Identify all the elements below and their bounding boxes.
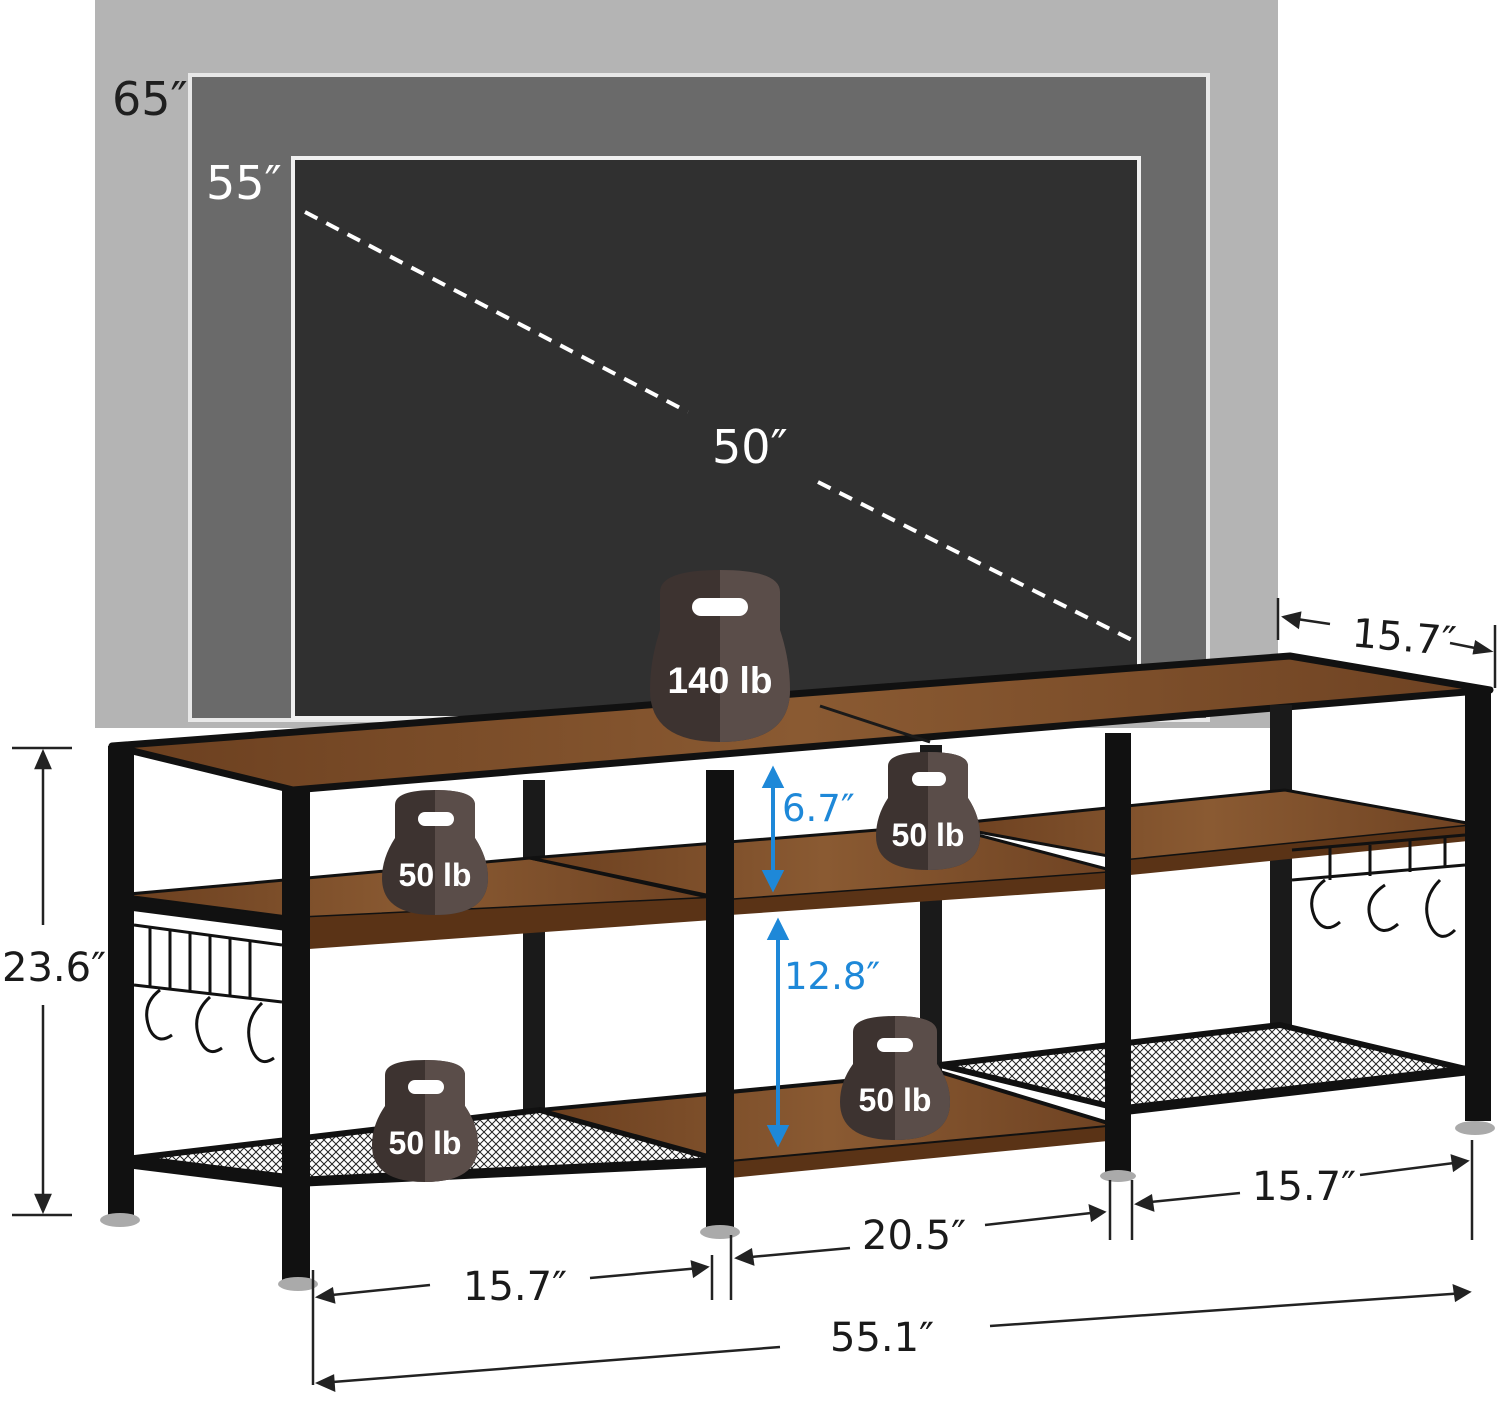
stand-top [108, 652, 1494, 794]
interior-measure-lines [761, 765, 790, 1148]
right-hook-rack [1291, 833, 1466, 938]
left-width-dimension-label: 15.7″ [463, 1264, 568, 1310]
tv-diagonal-upper [304, 210, 689, 414]
left-hook-rack [133, 923, 283, 1064]
leg-front-center-right [1105, 733, 1131, 1173]
kettlebell-icons [372, 570, 980, 1182]
kettlebell-left-bottom-icon [372, 1060, 478, 1182]
right-width-dimension-label: 15.7″ [1252, 1164, 1357, 1210]
center-shelf-capacity-label: 50 lb [891, 817, 965, 853]
leg-front-right [1465, 693, 1491, 1121]
kettlebell-left-shelf-icon [382, 790, 488, 915]
leg-front-center-left [706, 770, 734, 1230]
kettlebell-center-bottom-icon [840, 1016, 950, 1140]
leg-front-left [282, 788, 310, 1280]
kettlebell-center-shelf-icon [876, 752, 980, 870]
tv-size-55-label: 55″ [206, 156, 282, 210]
left-bottom-capacity-label: 50 lb [388, 1125, 462, 1161]
top-capacity-label: 140 lb [667, 660, 773, 701]
height-dimension-label: 23.6″ [2, 945, 107, 991]
tv-size-frames [95, 0, 1278, 728]
dimension-lines [12, 598, 1497, 1392]
upper-opening-dimension-label: 6.7″ [782, 787, 855, 830]
total-width-dimension-label: 55.1″ [830, 1315, 935, 1361]
lower-opening-dimension-label: 12.8″ [784, 955, 881, 998]
tv-diagonal-lower [817, 480, 1133, 642]
center-bottom-capacity-label: 50 lb [858, 1082, 932, 1118]
tv-size-50-label: 50″ [712, 420, 788, 474]
tv-size-65-label: 65″ [112, 72, 188, 126]
kettlebell-top-icon [650, 570, 790, 742]
left-shelf-capacity-label: 50 lb [398, 857, 472, 893]
leg-front-left-outer [108, 746, 134, 1216]
middle-width-dimension-label: 20.5″ [862, 1213, 967, 1259]
depth-dimension-label: 15.7″ [1350, 610, 1458, 666]
